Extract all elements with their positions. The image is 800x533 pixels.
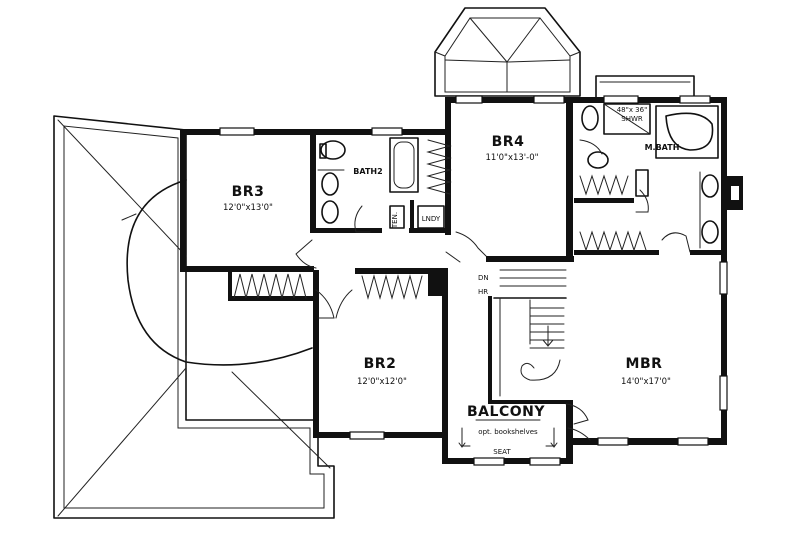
- stair-dn-label: DN: [478, 274, 489, 282]
- closets: [233, 139, 649, 300]
- windows: [219, 95, 728, 466]
- doors: [295, 139, 691, 441]
- balcony-seat: SEAT: [493, 448, 511, 456]
- ten-label: TEN.: [391, 212, 399, 229]
- stair-hr-label: HR: [478, 288, 488, 296]
- br3-size: 12'0"x13'0": [223, 203, 273, 213]
- br4-size: 11'0"x13'-0": [485, 153, 538, 163]
- balcony-label: BALCONY: [467, 404, 545, 420]
- mbr-size: 14'0"x17'0": [621, 377, 671, 387]
- bay-roof: [434, 7, 581, 97]
- shower-sub: SHWR: [621, 115, 643, 123]
- br4-label: BR4: [492, 134, 525, 150]
- balcony-shelves: [458, 419, 558, 448]
- mbr-label: MBR: [626, 356, 663, 372]
- mbath-label: M.BATH: [645, 143, 680, 152]
- lndy-label: LNDY: [422, 215, 441, 223]
- br3-label: BR3: [232, 184, 265, 200]
- br2-size: 12'0"x12'0": [357, 377, 407, 387]
- stair: [493, 269, 567, 397]
- br2-label: BR2: [364, 356, 397, 372]
- balcony-note: opt. bookshelves: [478, 428, 538, 436]
- bath2-fixtures: [317, 137, 445, 229]
- shower-label: 48"x 36": [617, 106, 648, 114]
- bath2-label: BATH2: [353, 167, 382, 176]
- mbath-fixtures: [581, 103, 743, 249]
- roof-outline: [53, 115, 335, 519]
